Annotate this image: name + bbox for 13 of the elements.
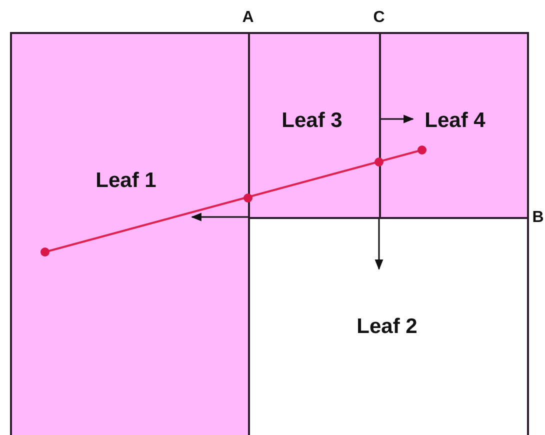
leaf-region bbox=[10, 32, 250, 435]
split-line-label: A bbox=[242, 9, 254, 27]
leaf-label: Leaf 1 bbox=[96, 169, 156, 193]
leaf-label: Leaf 4 bbox=[424, 109, 486, 133]
arrow bbox=[374, 219, 384, 270]
split-line-label: B bbox=[532, 209, 544, 227]
leaf-label: Leaf 2 bbox=[356, 315, 418, 339]
leaf-label: Leaf 3 bbox=[282, 109, 342, 133]
leaf-region bbox=[248, 32, 381, 219]
leaf-region bbox=[379, 32, 529, 219]
arrow bbox=[381, 114, 414, 124]
split-line-label: C bbox=[373, 9, 385, 27]
arrow bbox=[190, 212, 248, 222]
